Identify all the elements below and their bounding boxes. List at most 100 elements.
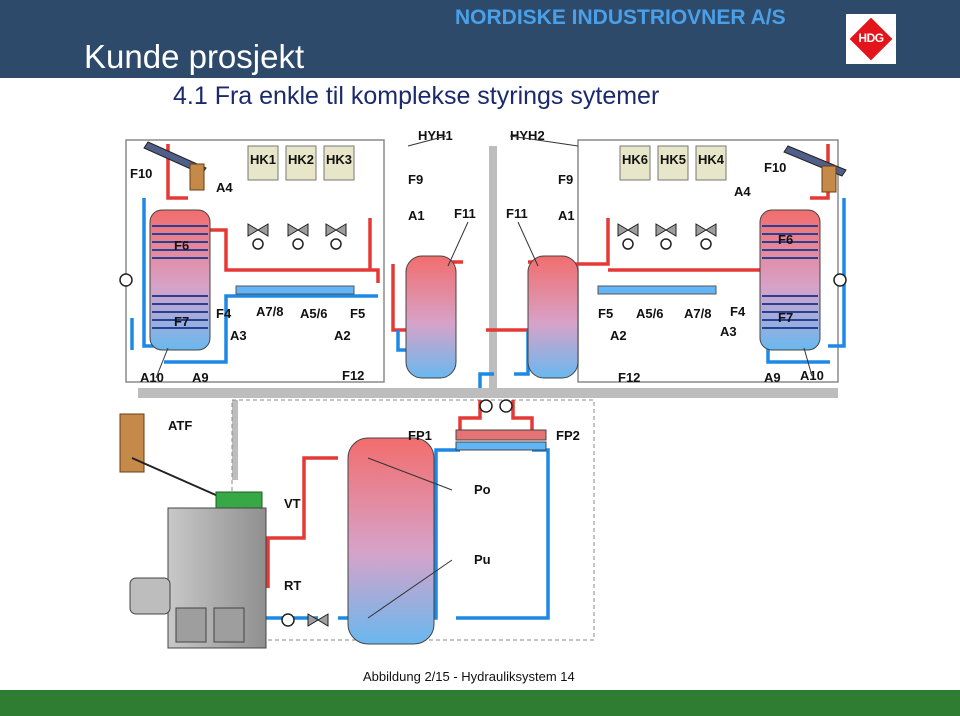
biomass-boiler	[129, 491, 267, 649]
label-a2-left: A2	[334, 328, 351, 343]
pump-icon	[119, 273, 133, 287]
dhw-tank-left	[149, 209, 211, 351]
label-f5-left: F5	[350, 306, 365, 321]
solar-collector-right	[783, 145, 847, 193]
label-vt: VT	[284, 496, 301, 511]
label-f4-right: F4	[730, 304, 746, 319]
label-hk4: HK4	[698, 152, 725, 167]
label-f11-right: F11	[506, 206, 528, 221]
buffer-tank-main	[347, 437, 435, 645]
label-pu: Pu	[474, 552, 491, 567]
distribution-manifold-right	[597, 285, 717, 295]
label-fp2: FP2	[556, 428, 580, 443]
valve-icon	[307, 613, 329, 627]
label-a56-right: A5/6	[636, 306, 663, 321]
label-a1-right: A1	[558, 208, 575, 223]
label-a78-left: A7/8	[256, 304, 283, 319]
pump-icon	[252, 238, 264, 250]
figure-caption: Abbildung 2/15 - Hydrauliksystem 14	[363, 669, 575, 684]
hk1-box	[247, 145, 279, 181]
valve-icon	[617, 223, 639, 237]
center-wall	[489, 146, 497, 388]
company-name: NORDISKE INDUSTRIOVNER A/S	[455, 6, 786, 29]
label-f9-right: F9	[558, 172, 573, 187]
mixing-valves	[247, 223, 717, 627]
valve-icon	[325, 223, 347, 237]
label-a3-right: A3	[720, 324, 737, 339]
label-a4-right: A4	[734, 184, 751, 199]
label-a9-left: A9	[192, 370, 209, 385]
label-atf: ATF	[168, 418, 192, 433]
label-f12-right: F12	[618, 370, 640, 385]
diagram-labels: HYH1 HYH2 F10 F10 A4 A4 F9 F9 A1 A1 F11 …	[130, 128, 824, 593]
floor-slab	[138, 388, 838, 398]
label-f7-left: F7	[174, 314, 189, 329]
manifold	[455, 441, 547, 451]
label-f11-left: F11	[454, 206, 476, 221]
pump-icon	[479, 399, 493, 413]
label-a56-left: A5/6	[300, 306, 327, 321]
valve-icon	[247, 223, 269, 237]
label-hyh2: HYH2	[510, 128, 545, 143]
label-rt: RT	[284, 578, 301, 593]
label-f4-left: F4	[216, 306, 232, 321]
hdg-logo: HDG	[846, 14, 896, 64]
label-a3-left: A3	[230, 328, 247, 343]
label-a10-left: A10	[140, 370, 164, 385]
chimney	[119, 413, 145, 473]
pump-icon	[292, 238, 304, 250]
valve-icon	[695, 223, 717, 237]
hk4-box	[695, 145, 727, 181]
hk5-box	[657, 145, 689, 181]
label-f6-left: F6	[174, 238, 189, 253]
label-a78-right: A7/8	[684, 306, 711, 321]
valve-icon	[287, 223, 309, 237]
footer-band	[0, 690, 960, 716]
hydraulic-system-diagram: HK1 HK2 HK3 HK6 HK5 HK4	[119, 128, 847, 649]
label-fp1: FP1	[408, 428, 432, 443]
boiler-room-wall	[232, 400, 238, 480]
dhw-tank-right	[759, 209, 821, 351]
solar-collector-left	[143, 141, 207, 191]
section-subtitle: 4.1 Fra enkle til komplekse styrings syt…	[173, 82, 660, 110]
pump-icon	[281, 613, 295, 627]
leader-lines	[155, 135, 813, 619]
building-outline	[125, 139, 839, 383]
buffer-tank-left	[405, 255, 457, 379]
pump-icon	[330, 238, 342, 250]
valve-icon	[655, 223, 677, 237]
label-f12-left: F12	[342, 368, 364, 383]
hk3-box	[323, 145, 355, 181]
label-hyh1: HYH1	[418, 128, 453, 143]
pump-icon	[660, 238, 672, 250]
heating-circuit-group-right: HK6 HK5 HK4	[619, 145, 727, 181]
pump-icon	[700, 238, 712, 250]
label-a2-right: A2	[610, 328, 627, 343]
pump-icon	[622, 238, 634, 250]
logo-text: HDG	[858, 31, 884, 45]
hk2-box	[285, 145, 317, 181]
label-f10-right: F10	[764, 160, 786, 175]
label-f5-right: F5	[598, 306, 613, 321]
label-hk3: HK3	[326, 152, 352, 167]
label-f6-right: F6	[778, 232, 793, 247]
label-po: Po	[474, 482, 491, 497]
page-title: Kunde prosjekt	[84, 38, 305, 75]
label-a9-right: A9	[764, 370, 781, 385]
label-hk5: HK5	[660, 152, 686, 167]
label-hk1: HK1	[250, 152, 276, 167]
pump-icon	[833, 273, 847, 287]
label-hk2: HK2	[288, 152, 314, 167]
buffer-tank-right	[527, 255, 579, 379]
manifold	[455, 429, 547, 441]
label-a1-left: A1	[408, 208, 425, 223]
hk6-box	[619, 145, 651, 181]
flue-pipe	[131, 457, 219, 497]
label-f7-right: F7	[778, 310, 793, 325]
pumps	[119, 238, 847, 627]
heating-circuit-group-left: HK1 HK2 HK3	[247, 145, 355, 181]
label-hk6: HK6	[622, 152, 648, 167]
label-f10-left: F10	[130, 166, 152, 181]
pump-icon	[499, 399, 513, 413]
label-f9-left: F9	[408, 172, 423, 187]
